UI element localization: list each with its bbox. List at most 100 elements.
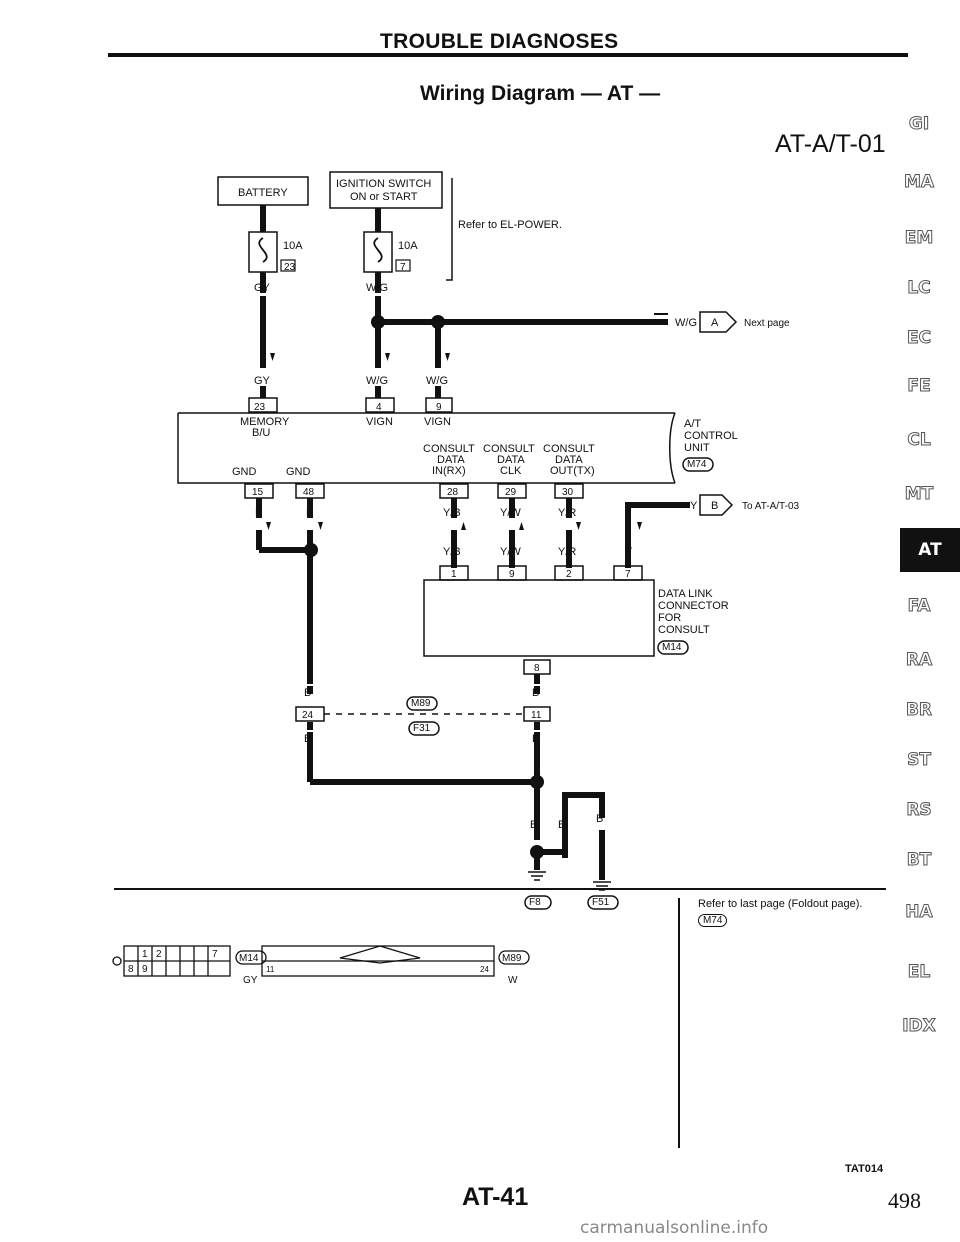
svg-text:CONNECTOR: CONNECTOR	[658, 600, 729, 612]
svg-text:B: B	[558, 819, 565, 831]
svg-text:B: B	[532, 687, 539, 699]
svg-text:OUT(TX): OUT(TX)	[550, 465, 595, 477]
svg-text:24: 24	[302, 710, 314, 721]
svg-text:23: 23	[284, 262, 296, 273]
svg-text:W/G: W/G	[366, 282, 388, 294]
svg-text:F31: F31	[413, 723, 431, 734]
svg-text:CONSULT: CONSULT	[483, 443, 535, 455]
watermark: carmanualsonline.info	[580, 1218, 769, 1238]
section-tab-ha[interactable]: HA	[905, 902, 933, 923]
svg-text:M14: M14	[662, 642, 682, 653]
section-tab-at[interactable]: AT	[900, 528, 960, 572]
svg-text:Y: Y	[690, 500, 698, 512]
svg-text:GND: GND	[232, 466, 257, 478]
svg-text:W: W	[508, 975, 518, 986]
svg-text:DATA LINK: DATA LINK	[658, 588, 713, 600]
battery-label: BATTERY	[238, 187, 288, 199]
connector-face-views	[112, 945, 530, 977]
ignition-label-2: ON or START	[350, 191, 418, 203]
svg-text:B: B	[255, 507, 262, 519]
svg-text:23: 23	[254, 402, 266, 413]
svg-text:CONSULT: CONSULT	[543, 443, 595, 455]
svg-text:8: 8	[534, 663, 540, 674]
refer-power-label: Refer to EL-POWER.	[458, 219, 562, 231]
svg-text:Y/W: Y/W	[500, 546, 521, 558]
svg-text:VIGN: VIGN	[424, 416, 451, 428]
svg-text:28: 28	[447, 487, 459, 498]
svg-text:B: B	[304, 687, 311, 699]
svg-text:GND: GND	[286, 466, 311, 478]
svg-text:B: B	[306, 507, 313, 519]
svg-text:FOR: FOR	[658, 612, 681, 624]
svg-text:IN(RX): IN(RX)	[432, 465, 466, 477]
diagram-code: AT-A/T-01	[775, 130, 886, 158]
svg-text:A/T: A/T	[684, 418, 701, 430]
svg-text:GY: GY	[243, 975, 258, 986]
section-tab-em[interactable]: EM	[904, 228, 934, 249]
section-header: TROUBLE DIAGNOSES	[380, 30, 619, 53]
svg-text:GY: GY	[254, 282, 271, 294]
header-rule	[108, 53, 908, 57]
svg-text:M14: M14	[239, 953, 259, 964]
refer-note: Refer to last page (Foldout page).	[698, 898, 863, 910]
svg-text:DATA: DATA	[437, 454, 465, 466]
svg-text:7: 7	[212, 949, 218, 960]
control-unit-box	[177, 412, 675, 484]
svg-text:10A: 10A	[283, 240, 303, 252]
section-tab-idx[interactable]: IDX	[902, 1016, 937, 1037]
svg-text:DATA: DATA	[555, 454, 583, 466]
svg-text:MEMORY: MEMORY	[240, 416, 290, 428]
column-divider	[678, 898, 680, 1148]
next-page-connector	[699, 311, 738, 333]
svg-text:1: 1	[142, 949, 148, 960]
svg-text:1: 1	[451, 569, 457, 580]
section-tab-ra[interactable]: RA	[905, 650, 933, 671]
svg-text:B: B	[304, 733, 311, 745]
svg-text:Y/R: Y/R	[558, 507, 576, 519]
ignition-switch-box	[329, 171, 443, 209]
svg-text:M74: M74	[687, 459, 707, 470]
svg-text:DATA: DATA	[497, 454, 525, 466]
svg-text:10A: 10A	[398, 240, 418, 252]
svg-text:15: 15	[252, 487, 264, 498]
section-tab-rs[interactable]: RS	[906, 800, 932, 821]
section-tab-mt[interactable]: MT	[904, 484, 934, 505]
svg-text:B: B	[530, 819, 537, 831]
section-tab-el[interactable]: EL	[907, 962, 931, 983]
svg-text:B: B	[711, 500, 718, 512]
svg-text:48: 48	[303, 487, 315, 498]
svg-text:W/G: W/G	[426, 375, 448, 387]
svg-text:CLK: CLK	[500, 465, 522, 477]
svg-text:9: 9	[509, 569, 515, 580]
section-tab-br[interactable]: BR	[905, 700, 933, 721]
svg-text:Y/B: Y/B	[443, 546, 461, 558]
section-tab-cl[interactable]: CL	[907, 430, 931, 451]
svg-text:2: 2	[156, 949, 162, 960]
svg-text:W/G: W/G	[366, 375, 388, 387]
section-tab-fa[interactable]: FA	[907, 596, 931, 617]
section-tab-bt[interactable]: BT	[906, 850, 932, 871]
svg-text:30: 30	[562, 487, 574, 498]
section-tab-lc[interactable]: LC	[907, 278, 931, 299]
page-code: AT-41	[462, 1183, 529, 1211]
svg-text:B/U: B/U	[252, 427, 270, 439]
section-tab-fe[interactable]: FE	[907, 376, 931, 397]
svg-text:A: A	[711, 317, 719, 329]
svg-text:9: 9	[436, 402, 442, 413]
section-tab-ec[interactable]: EC	[906, 328, 932, 349]
section-tab-gi[interactable]: GI	[908, 114, 930, 135]
svg-text:To AT-A/T-03: To AT-A/T-03	[742, 501, 799, 512]
section-tab-st[interactable]: ST	[907, 750, 932, 771]
svg-text:7: 7	[625, 569, 631, 580]
svg-text:M89: M89	[411, 698, 431, 709]
svg-text:CONTROL: CONTROL	[684, 430, 738, 442]
svg-text:4: 4	[376, 402, 382, 413]
svg-text:Y/W: Y/W	[500, 507, 521, 519]
svg-text:8: 8	[128, 964, 134, 975]
svg-text:M89: M89	[502, 953, 522, 964]
section-tab-ma[interactable]: MA	[903, 172, 935, 193]
ignition-label-1: IGNITION SWITCH	[336, 178, 431, 190]
svg-text:F8: F8	[529, 897, 541, 908]
svg-text:7: 7	[400, 262, 406, 273]
